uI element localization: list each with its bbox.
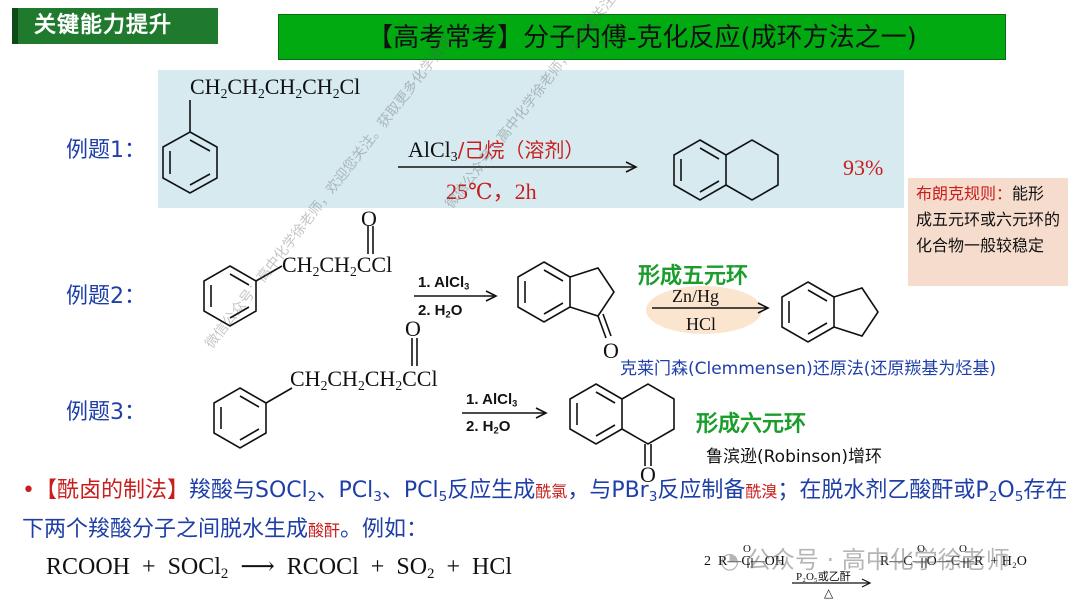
example3-product-o: O	[640, 462, 656, 487]
rule-text: 能形成五元环或六元环的化合物一般较稳定	[916, 184, 1061, 255]
anhydride-o-3: O	[959, 543, 967, 555]
reduction-condition: HCl	[686, 314, 717, 334]
acyl-halide-paragraph: •【酰卤的制法】羧酸与SOCl2、PCl3、PCl5反应生成酰氯，与PBr3反应…	[22, 478, 1068, 542]
example3-side-chain: CH2CH2CH2CCl	[290, 366, 438, 393]
example3-step2: 2. H2O	[466, 418, 511, 436]
example2-indane	[781, 281, 879, 343]
example1-tetralin	[673, 139, 779, 201]
example2-ring-note: 形成五元环	[638, 264, 749, 289]
example3-step1: 1. AlCl3	[466, 391, 518, 409]
example2-label: 例题2：	[66, 284, 146, 309]
anhydride-o-2: O	[917, 543, 925, 555]
example2-step2: 2. H2O	[418, 302, 463, 320]
anhydride-condition-top: P₂O₅或乙酐	[796, 571, 851, 583]
section-badge: 关键能力提升	[12, 8, 218, 44]
example1-benzene-ring	[162, 100, 218, 194]
example3-ring-note: 形成六元环	[696, 412, 807, 437]
example3-carbonyl-o: O	[405, 316, 421, 341]
robinson-note: 鲁滨逊(Robinson)增环	[706, 447, 883, 467]
example2-carbonyl-o: O	[361, 206, 377, 231]
example3-benzene-ring	[213, 387, 293, 449]
example1-side-chain: CH2CH2CH2CH2Cl	[190, 74, 361, 101]
wechat-icon: ◔	[720, 549, 740, 574]
example2-benzene-ring	[203, 265, 283, 327]
rule-note-box: 布朗克规则：能形成五元环或六元环的化合物一般较稳定	[908, 178, 1068, 286]
anhydride-o-1: O	[743, 543, 751, 555]
example2-product-o: O	[603, 338, 619, 363]
example2-indanone	[517, 261, 615, 339]
clemmensen-note: 克莱门森(Clemmensen)还原法(还原羰基为烃基)	[620, 359, 997, 379]
example1-reagent: AlCl3/己烷（溶剂）	[408, 137, 585, 164]
example2-side-chain: CH2CH2CCl	[282, 252, 393, 279]
anhydride-condition-bottom: △	[824, 586, 834, 600]
example2-step1: 1. AlCl3	[418, 274, 470, 292]
reduction-reagent: Zn/Hg	[672, 286, 719, 306]
example1-condition: 25℃，2h	[446, 179, 537, 204]
equation-acyl-chloride: RCOOH + SOCl2 ⟶ RCOCl + SO2 + HCl	[46, 554, 513, 583]
example3-label: 例题3：	[66, 400, 146, 425]
example1-yield: 93%	[843, 155, 884, 180]
slide-title: 【高考常考】分子内傅-克化反应(成环方法之一)	[278, 14, 1006, 60]
rule-title: 布朗克规则：	[916, 184, 1013, 203]
watermark-main: ◔ 公众号 · 高中化学徐老师	[720, 546, 1010, 574]
equation-anhydride: 2 R—C—OH R—C—O—C—R + H₂O	[704, 554, 1027, 569]
example3-tetralone	[569, 383, 675, 466]
example1-label: 例题1：	[66, 138, 146, 163]
example1-panel	[158, 70, 904, 208]
